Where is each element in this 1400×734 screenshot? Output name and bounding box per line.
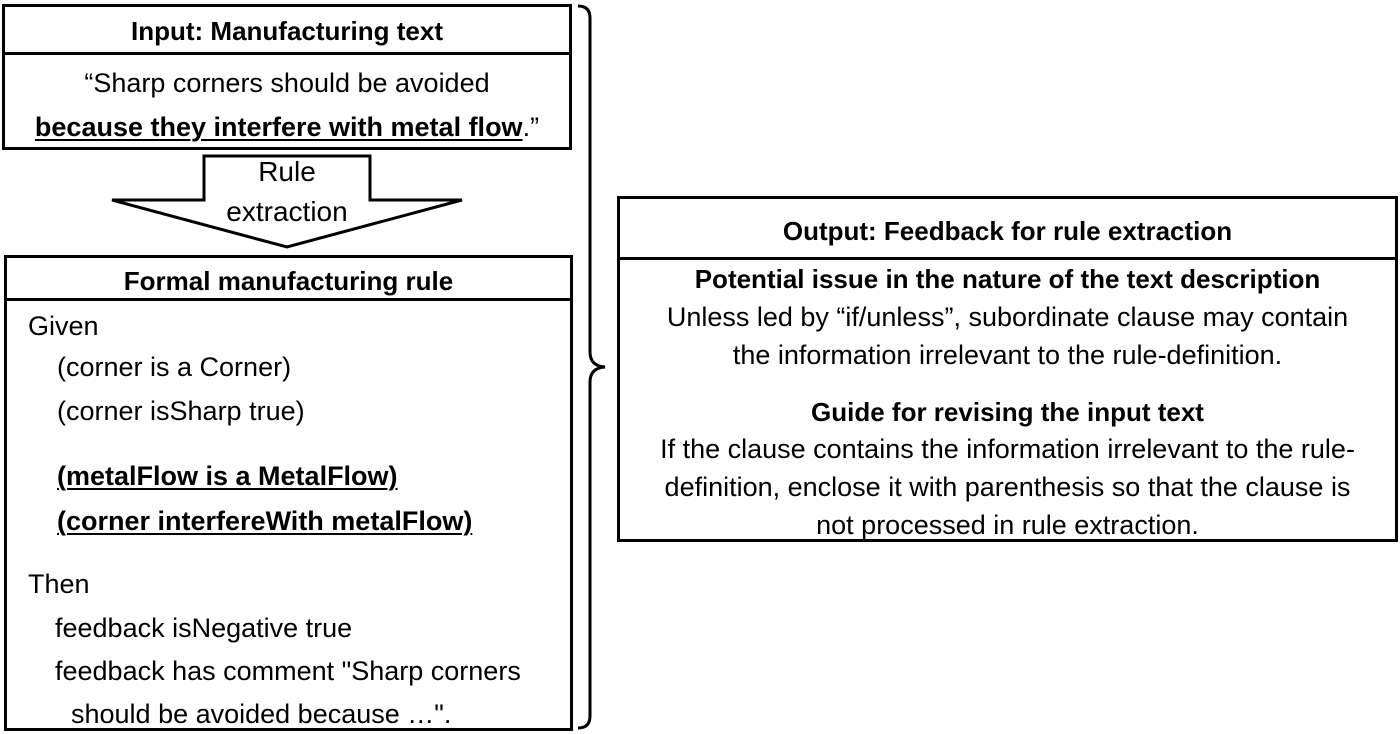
guide-line: definition, enclose it with parenthesis … [664, 472, 1351, 502]
arrow-label-extraction: extraction [226, 196, 348, 227]
then-label: Then [28, 569, 90, 599]
input-text-line-2: because they interfere with metal flow.” [5, 114, 569, 141]
arrow-label-rule: Rule [258, 156, 316, 187]
formal-rule-title: Formal manufacturing rule [7, 258, 570, 301]
highlighted-condition: (corner interfereWith metalFlow) [57, 506, 473, 536]
guide-line: not processed in rule extraction. [816, 510, 1199, 540]
condition-line: (corner is a Corner) [57, 352, 292, 382]
action-line: feedback has comment "Sharp corners [55, 656, 521, 686]
action-line: feedback isNegative true [55, 613, 353, 643]
input-text-tail: .” [522, 112, 540, 142]
curly-brace [577, 4, 606, 730]
highlighted-condition: (metalFlow is a MetalFlow) [57, 461, 398, 491]
action-line: should be avoided because …". [71, 699, 452, 729]
rule-extraction-arrow [111, 154, 463, 249]
given-label: Given [28, 311, 99, 341]
output-box: Output: Feedback for rule extraction Pot… [617, 196, 1398, 542]
input-text-emphasis: because they interfere with metal flow [34, 112, 523, 142]
formal-rule-box: Formal manufacturing rule Given (corner … [4, 255, 573, 731]
guide-line: If the clause contains the information i… [660, 434, 1355, 464]
issue-line: the information irrelevant to the rule-d… [732, 340, 1283, 370]
output-box-title: Output: Feedback for rule extraction [620, 199, 1395, 260]
condition-line: (corner isSharp true) [57, 396, 305, 426]
issue-line: Unless led by “if/unless”, subordinate c… [666, 302, 1349, 332]
input-text-line-1: “Sharp corners should be avoided [84, 68, 490, 98]
issue-heading: Potential issue in the nature of the tex… [694, 264, 1321, 294]
guide-heading: Guide for revising the input text [811, 397, 1204, 427]
input-box-title: Input: Manufacturing text [5, 7, 569, 55]
input-box: Input: Manufacturing text “Sharp corners… [2, 4, 572, 150]
